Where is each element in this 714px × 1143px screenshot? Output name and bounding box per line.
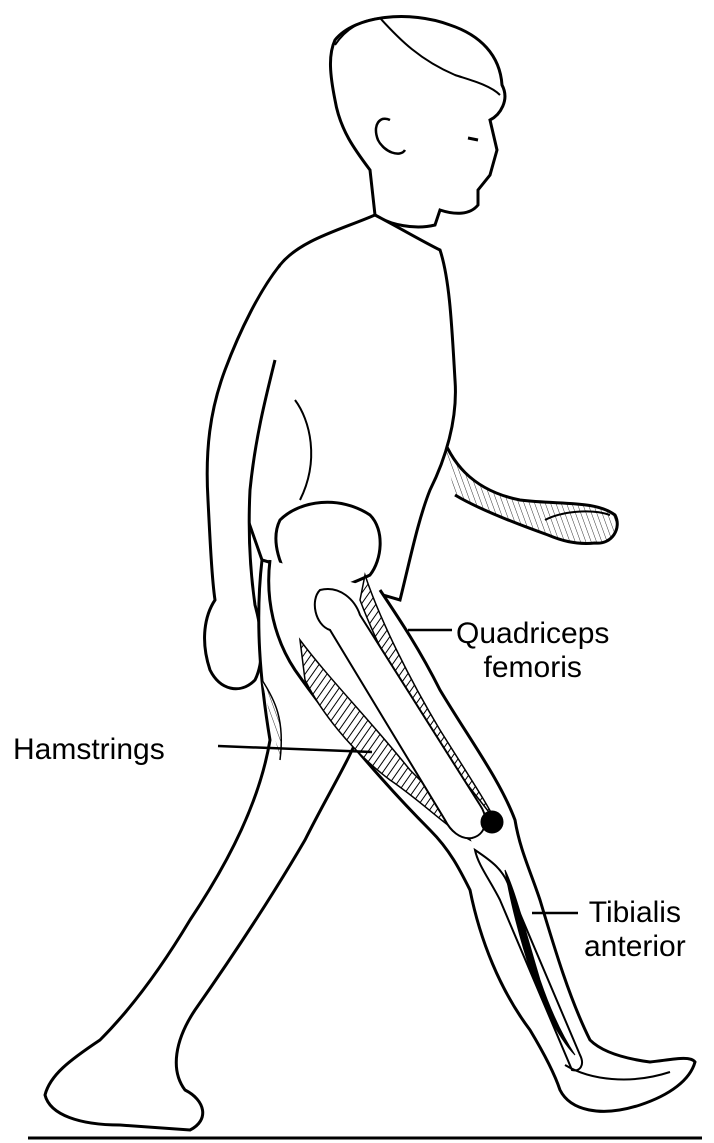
head: [330, 17, 504, 227]
kneecap: [482, 812, 502, 832]
tibialis-label: Tibialis anterior: [584, 896, 686, 964]
forward-arm: [440, 430, 617, 543]
front-leg: [269, 502, 695, 1111]
tibialis-label-line2: anterior: [584, 930, 686, 964]
quadriceps-label-line1: Quadriceps: [456, 617, 609, 651]
tibialis-label-line1: Tibialis: [584, 896, 686, 930]
hamstrings-label-text: Hamstrings: [13, 733, 165, 767]
quadriceps-label: Quadriceps femoris: [456, 617, 609, 685]
hamstrings-label: Hamstrings: [13, 733, 165, 767]
quadriceps-label-line2: femoris: [456, 651, 609, 685]
